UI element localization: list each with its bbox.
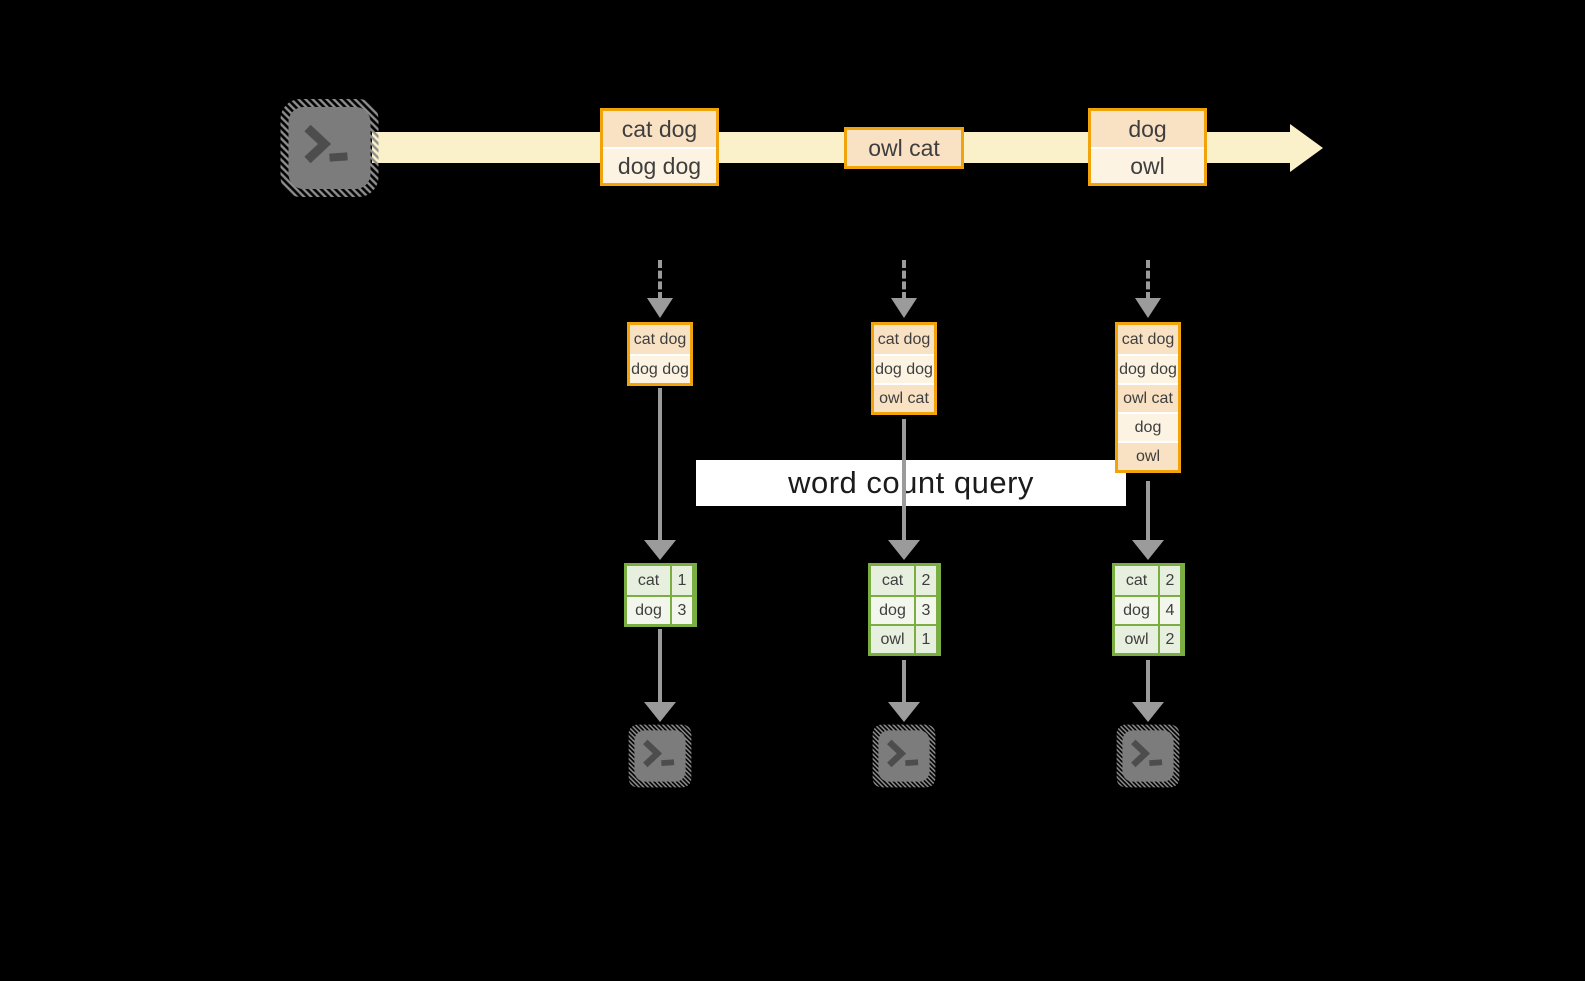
count-value: 1 <box>672 566 692 595</box>
state-line: owl cat <box>1118 383 1178 412</box>
stream-event-batch-2: owl cat <box>844 127 964 169</box>
count-word: cat <box>1115 566 1160 595</box>
count-row: owl 2 <box>1115 624 1182 653</box>
state-line: owl cat <box>874 383 934 412</box>
arrowhead-icon <box>888 702 920 722</box>
arrow <box>902 660 906 702</box>
arrowhead-icon <box>888 540 920 560</box>
terminal-sink-icon <box>1116 724 1180 793</box>
count-value: 4 <box>1160 597 1180 624</box>
arrowhead-icon <box>644 702 676 722</box>
count-value: 2 <box>1160 566 1180 595</box>
arrow <box>1146 660 1150 702</box>
state-box-3: cat dog dog dog owl cat dog owl <box>1115 322 1181 473</box>
state-box-1: cat dog dog dog <box>627 322 693 386</box>
count-value: 3 <box>672 597 692 624</box>
count-value: 2 <box>1160 626 1180 653</box>
count-value: 1 <box>916 626 936 653</box>
dashed-arrow <box>902 260 906 300</box>
count-row: dog 3 <box>871 595 938 624</box>
state-line: dog dog <box>874 354 934 383</box>
count-word: owl <box>871 626 916 653</box>
arrow <box>1146 481 1150 540</box>
count-value: 3 <box>916 597 936 624</box>
arrowhead-icon <box>1132 540 1164 560</box>
count-row: dog 3 <box>627 595 694 624</box>
arrowhead-icon <box>644 540 676 560</box>
stream-arrowhead-icon <box>1290 124 1323 172</box>
count-word: cat <box>871 566 916 595</box>
dashed-arrow <box>658 260 662 300</box>
state-box-2: cat dog dog dog owl cat <box>871 322 937 415</box>
state-line: dog dog <box>1118 354 1178 383</box>
count-table-2: cat 2 dog 3 owl 1 <box>868 563 941 656</box>
state-line: dog dog <box>630 354 690 383</box>
count-word: owl <box>1115 626 1160 653</box>
count-table-3: cat 2 dog 4 owl 2 <box>1112 563 1185 656</box>
dashed-arrowhead-icon <box>891 298 917 318</box>
count-word: dog <box>871 597 916 624</box>
count-word: dog <box>1115 597 1160 624</box>
count-value: 2 <box>916 566 936 595</box>
event-line: dog <box>1091 111 1204 147</box>
count-table-1: cat 1 dog 3 <box>624 563 697 627</box>
state-line: dog <box>1118 412 1178 441</box>
query-banner: word count query <box>696 460 1126 506</box>
state-line: owl <box>1118 441 1178 470</box>
arrow <box>902 419 906 540</box>
stream-event-batch-1: cat dog dog dog <box>600 108 719 186</box>
event-line: cat dog <box>603 111 716 147</box>
dashed-arrowhead-icon <box>647 298 673 318</box>
arrow <box>658 388 662 540</box>
dashed-arrow <box>1146 260 1150 300</box>
event-line: owl cat <box>847 130 961 166</box>
stream-event-batch-3: dog owl <box>1088 108 1207 186</box>
terminal-source-icon <box>279 98 380 203</box>
event-line: owl <box>1091 147 1204 183</box>
dashed-arrowhead-icon <box>1135 298 1161 318</box>
state-line: cat dog <box>874 325 934 354</box>
count-row: owl 1 <box>871 624 938 653</box>
count-row: dog 4 <box>1115 595 1182 624</box>
count-word: cat <box>627 566 672 595</box>
arrowhead-icon <box>1132 702 1164 722</box>
terminal-sink-icon <box>872 724 936 793</box>
count-word: dog <box>627 597 672 624</box>
event-line: dog dog <box>603 147 716 183</box>
terminal-sink-icon <box>628 724 692 793</box>
query-banner-label: word count query <box>788 465 1034 500</box>
count-row: cat 2 <box>1115 566 1182 595</box>
count-row: cat 2 <box>871 566 938 595</box>
arrow <box>658 629 662 702</box>
count-row: cat 1 <box>627 566 694 595</box>
state-line: cat dog <box>630 325 690 354</box>
state-line: cat dog <box>1118 325 1178 354</box>
